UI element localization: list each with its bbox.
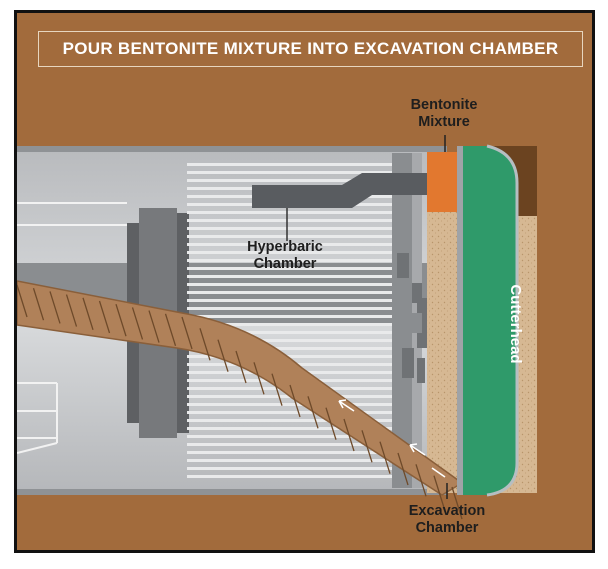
hyperbaric-chamber-pipe bbox=[252, 173, 437, 208]
hyperbaric-chamber-label: Hyperbaric Chamber bbox=[230, 239, 340, 273]
excavation-chamber bbox=[427, 212, 463, 493]
cutterhead bbox=[463, 146, 517, 495]
bentonite-label-line1: Bentonite bbox=[410, 97, 478, 113]
tunnel-boring-machine-diagram bbox=[17, 135, 537, 520]
bentonite-label-line2: Mixture bbox=[418, 114, 470, 130]
diagram-title: POUR BENTONITE MIXTURE INTO EXCAVATION C… bbox=[38, 31, 583, 67]
diagram-frame: POUR BENTONITE MIXTURE INTO EXCAVATION C… bbox=[14, 10, 595, 553]
excavation-label-line2: Chamber bbox=[415, 520, 479, 536]
bentonite-mixture-label: Bentonite Mixture bbox=[394, 97, 494, 131]
shield-top-edge bbox=[17, 146, 447, 152]
flow-arrows bbox=[338, 399, 446, 478]
hyperbaric-label-line2: Chamber bbox=[253, 256, 317, 272]
rear-structure bbox=[17, 202, 127, 454]
conveyor-flights bbox=[17, 284, 463, 520]
cutterhead-label: Cutterhead bbox=[507, 284, 524, 364]
screw-conveyor bbox=[17, 280, 464, 496]
excavation-chamber-label: Excavation Chamber bbox=[392, 503, 502, 537]
shield-bottom-edge bbox=[17, 489, 447, 495]
hyperbaric-label-line1: Hyperbaric bbox=[247, 239, 323, 255]
excavation-label-line1: Excavation bbox=[408, 503, 486, 519]
